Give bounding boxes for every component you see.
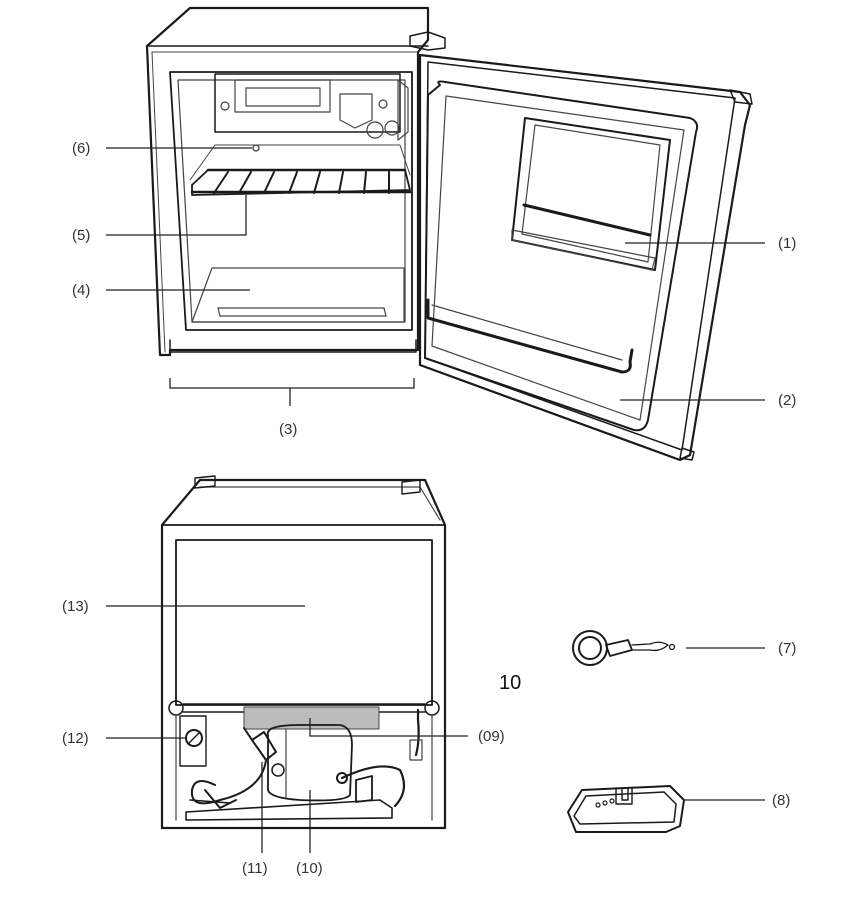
page-number: 10 [499, 672, 521, 694]
fridge-front-view [145, 6, 753, 462]
callout-9: (09) [478, 728, 505, 745]
callout-12: (12) [62, 730, 89, 747]
callout-3: (3) [279, 421, 297, 438]
callout-7: (7) [778, 640, 796, 657]
leader-lines [106, 147, 765, 853]
callout-13: (13) [62, 598, 89, 615]
callout-1: (1) [778, 235, 796, 252]
callout-6: (6) [72, 140, 90, 157]
callout-2: (2) [778, 392, 796, 409]
fridge-rear-view [160, 475, 447, 830]
callout-4: (4) [72, 282, 90, 299]
accessory-plug-key [572, 630, 676, 666]
leader-9 [309, 718, 468, 737]
callout-11: (11) [242, 860, 268, 877]
callout-5: (5) [72, 227, 90, 244]
accessory-ice-tray [567, 785, 685, 833]
callout-8: (8) [772, 792, 790, 809]
callout-10: (10) [296, 860, 323, 877]
leader-5 [106, 195, 247, 236]
leader-3-bracket [169, 378, 415, 406]
